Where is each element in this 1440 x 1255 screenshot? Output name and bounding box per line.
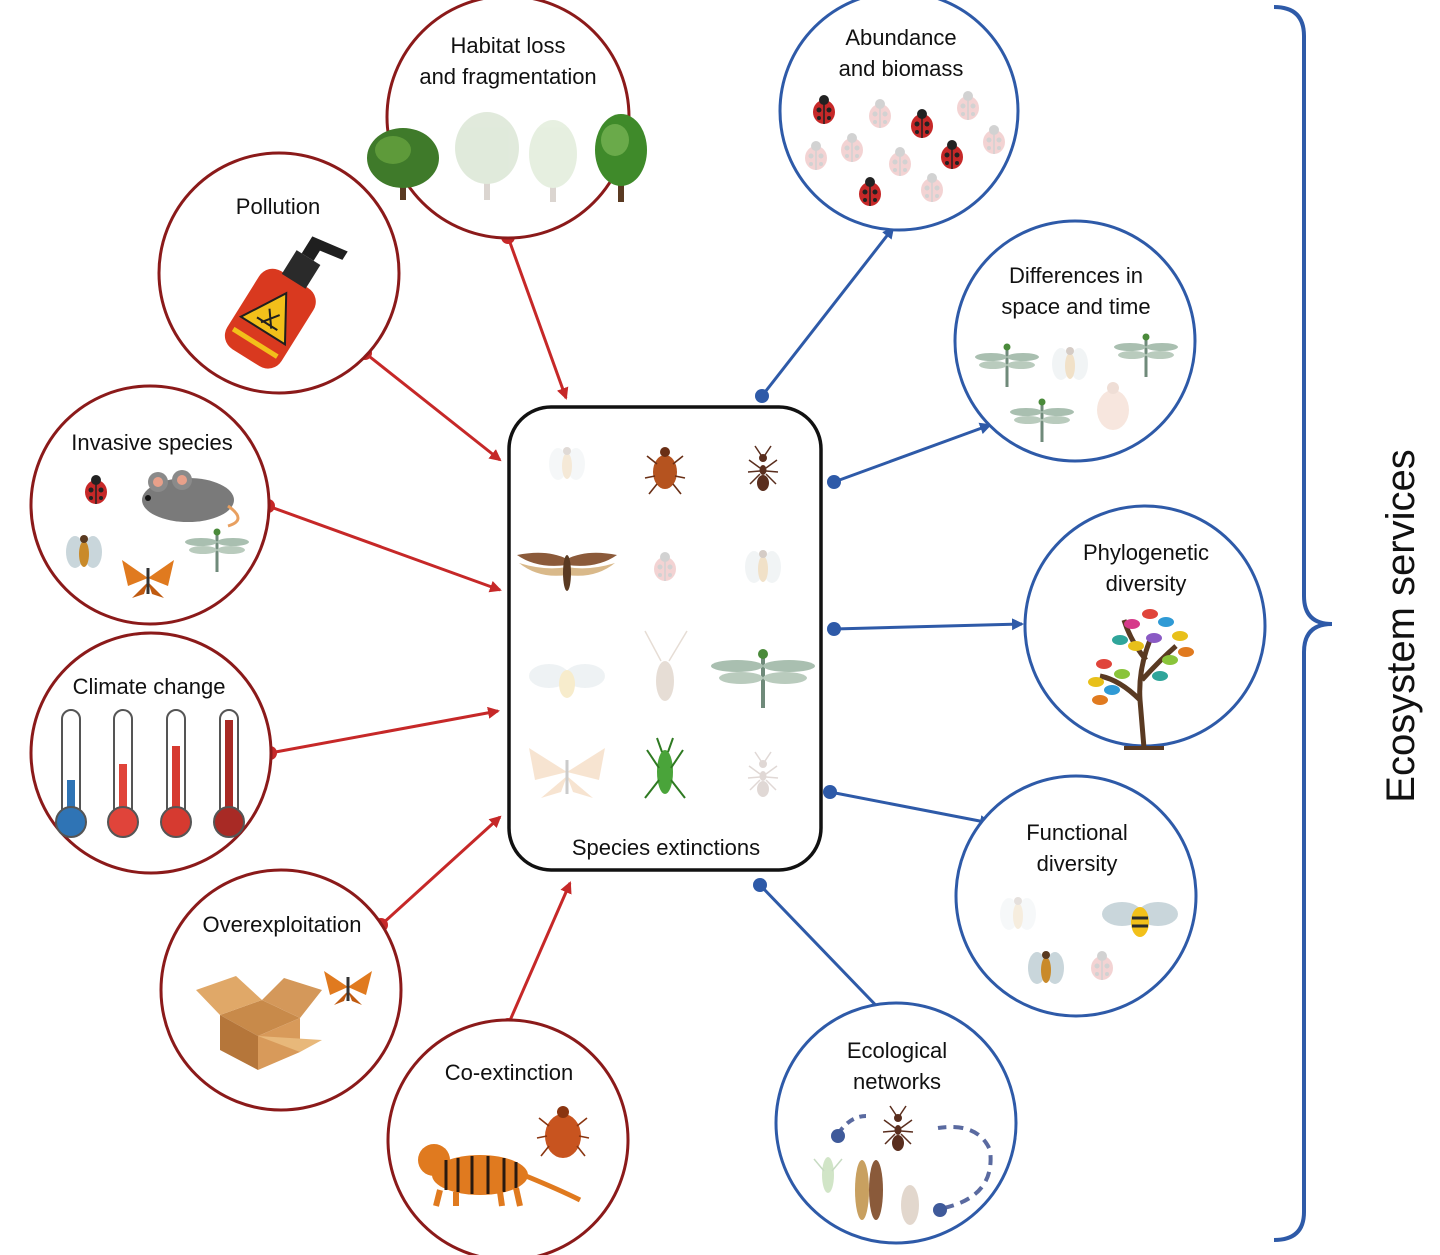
space-time-label-line2: space and time (1001, 294, 1150, 319)
ecosystem-services-bracket: Ecosystem services (1273, 5, 1423, 1242)
overexploitation-label: Overexploitation (203, 912, 362, 937)
connector-ecological (758, 883, 892, 1022)
habitat-label-line2: and fragmentation (419, 64, 596, 89)
trees-icon (367, 112, 647, 202)
driver-pollution: Pollution (157, 151, 401, 395)
climate-label: Climate change (73, 674, 226, 699)
connector-phylogenetic (833, 618, 1024, 631)
connector-invasive (267, 504, 502, 593)
driver-habitat-loss: Habitat loss and fragmentation (367, 0, 647, 240)
phylogenetic-label-line2: diversity (1106, 571, 1187, 596)
connector-overexploitation (379, 815, 502, 927)
functional-label-line1: Functional (1026, 820, 1128, 845)
tiger-and-tick-icon (418, 1106, 590, 1207)
abundance-label-line2: and biomass (839, 56, 964, 81)
pollinators-icon (1000, 897, 1178, 984)
driver-co-extinction: Co-extinction (386, 1018, 630, 1255)
connector-climate (269, 706, 500, 755)
driver-overexploitation: Overexploitation (159, 868, 403, 1112)
pesticide-sprayer-icon (224, 236, 348, 369)
connector-space-time (833, 422, 992, 484)
habitat-label-line1: Habitat loss (451, 33, 566, 58)
consequence-functional-diversity: Functional diversity (954, 774, 1198, 1018)
connector-habitat (506, 236, 569, 400)
consequence-phylogenetic-diversity: Phylogenetic diversity (1023, 504, 1267, 750)
insect-grid-icon (517, 445, 815, 799)
pollution-label: Pollution (236, 194, 320, 219)
box-and-butterfly-icon (196, 971, 372, 1070)
connector-functional (829, 790, 992, 827)
driver-climate-change: Climate change (29, 631, 273, 875)
mouse-and-insects-icon (66, 470, 251, 598)
consequence-connectors (758, 226, 1024, 1022)
consequence-ecological-networks: Ecological networks (774, 1001, 1018, 1245)
invasive-label: Invasive species (71, 430, 232, 455)
driver-invasive-species: Invasive species (29, 384, 271, 626)
functional-label-line2: diversity (1037, 851, 1118, 876)
connector-abundance (760, 226, 895, 397)
thermometers-icon (55, 709, 245, 838)
consequence-space-time: Differences in space and time (953, 219, 1197, 463)
consequence-abundance-biomass: Abundance and biomass (778, 0, 1020, 232)
connector-pollution (364, 351, 502, 462)
ecological-label-line1: Ecological (847, 1038, 947, 1063)
driver-connectors (267, 236, 572, 1026)
space-time-label-line1: Differences in (1009, 263, 1143, 288)
ecosystem-services-label: Ecosystem services (1379, 449, 1423, 802)
abundance-label-line1: Abundance (845, 25, 956, 50)
colorful-tree-icon (1088, 609, 1194, 750)
consequence-connector-dots (753, 389, 841, 892)
phylogenetic-label-line1: Phylogenetic (1083, 540, 1209, 565)
center-label: Species extinctions (572, 835, 760, 860)
center-box: Species extinctions (507, 405, 823, 872)
coextinction-label: Co-extinction (445, 1060, 573, 1085)
dragonflies-icon (973, 332, 1180, 444)
ecological-label-line2: networks (853, 1069, 941, 1094)
connector-coextinction (506, 881, 572, 1026)
interaction-network-icon (813, 1105, 993, 1225)
